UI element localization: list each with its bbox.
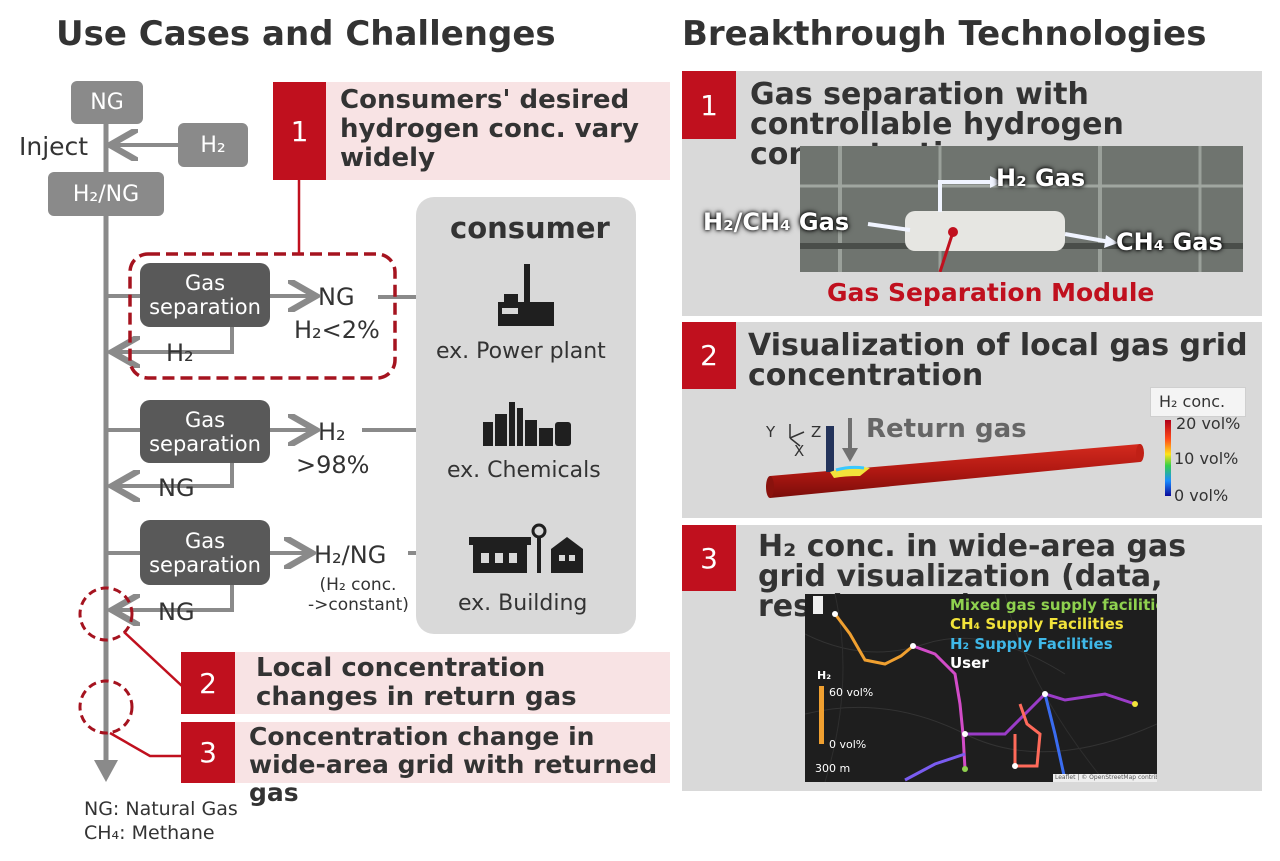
consumer-title: consumer bbox=[450, 211, 610, 245]
callout-3-connector bbox=[109, 731, 182, 758]
row1-return-h2: H₂ bbox=[166, 339, 194, 367]
row3-return-ng: NG bbox=[158, 598, 195, 626]
separation-module-photo: H₂ Gas CH₄ Gas bbox=[800, 146, 1243, 272]
sep-line1: Gas bbox=[184, 407, 226, 432]
callout-2-connector bbox=[123, 631, 183, 687]
tech-2-number: 2 bbox=[682, 322, 736, 389]
callout-1-text: Consumers' desired hydrogen conc. vary w… bbox=[340, 85, 639, 173]
footnote-ng: NG: Natural Gas bbox=[84, 798, 238, 820]
row1-output-h2-limit: H₂<2% bbox=[294, 316, 380, 344]
row3-output-note: (H₂ conc. ->constant) bbox=[308, 575, 409, 615]
tech-1-number: 1 bbox=[682, 71, 736, 139]
h2-box: H₂ bbox=[178, 123, 248, 167]
map-scale-min: 0 vol% bbox=[829, 738, 867, 751]
photo-illustration bbox=[800, 146, 1243, 272]
sep1-return-arrow bbox=[116, 326, 234, 352]
callout-2-text: Local concentration changes in return ga… bbox=[256, 653, 577, 712]
sep-line2: separation bbox=[149, 295, 261, 319]
sep2-return-arrow bbox=[116, 462, 234, 486]
gas-separation-unit-1: Gas separation bbox=[140, 263, 270, 327]
map-distance-scale: 300 m bbox=[815, 762, 851, 775]
callout-3-text: Concentration change in wide-area grid w… bbox=[249, 722, 658, 807]
sep-line2: separation bbox=[149, 552, 261, 577]
consumer-power-plant-label: ex. Power plant bbox=[436, 339, 606, 364]
callout-1-box bbox=[326, 82, 670, 180]
row1-output-ng: NG bbox=[318, 283, 355, 311]
callout-3-box bbox=[235, 722, 670, 783]
tech-3-number: 3 bbox=[682, 525, 736, 591]
callout-1-number: 1 bbox=[273, 82, 326, 180]
sep3-return-arrow bbox=[116, 584, 234, 610]
tech-2-title: Visualization of local gas grid concentr… bbox=[748, 328, 1248, 393]
map-legend-user: User bbox=[950, 654, 989, 672]
right-title: Breakthrough Technologies bbox=[682, 14, 1207, 54]
callout-3-number: 3 bbox=[181, 722, 235, 783]
sep-line1: Gas bbox=[184, 528, 226, 553]
row2-output-h2: H₂ bbox=[318, 418, 346, 446]
photo-input-label: H₂/CH₄ Gas bbox=[703, 208, 850, 236]
gas-separation-unit-3: Gas separation bbox=[140, 520, 270, 585]
callout-2-box bbox=[235, 652, 670, 714]
callout-2-number: 2 bbox=[181, 652, 235, 714]
map-legend-ch4: CH₄ Supply Facilities bbox=[950, 615, 1124, 633]
row3-output-note-line1: (H₂ conc. bbox=[319, 575, 397, 595]
consumer-building-label: ex. Building bbox=[458, 591, 588, 616]
return-gas-label: Return gas bbox=[866, 414, 1027, 444]
row2-output-purity: >98% bbox=[296, 451, 370, 479]
pipe-simulation-visual bbox=[766, 418, 1171, 498]
map-scale-max: 60 vol% bbox=[829, 686, 874, 699]
factory-icon bbox=[483, 402, 571, 446]
map-legend-h2: H₂ Supply Facilities bbox=[950, 635, 1113, 653]
map-scale-title: H₂ bbox=[817, 669, 832, 682]
photo-h2-out-label: H₂ Gas bbox=[996, 164, 1086, 192]
footnote-ch4: CH₄: Methane bbox=[84, 822, 215, 844]
photo-ch4-out-label: CH₄ Gas bbox=[1116, 228, 1223, 256]
sim-legend-min: 0 vol% bbox=[1174, 486, 1229, 505]
sim-legend-title: H₂ conc. bbox=[1150, 387, 1246, 417]
consumer-chemicals-label: ex. Chemicals bbox=[447, 458, 601, 483]
map-network bbox=[805, 594, 1157, 782]
sep-line1: Gas bbox=[184, 271, 226, 295]
row3-output-h2ng: H₂/NG bbox=[314, 541, 387, 569]
sim-legend-mid: 10 vol% bbox=[1174, 449, 1239, 468]
map-attribution[interactable]: Leaflet | © OpenStreetMap contributors bbox=[1053, 774, 1157, 782]
inject-label: Inject bbox=[19, 132, 89, 161]
row2-return-ng: NG bbox=[158, 474, 195, 502]
gas-separation-module-label: Gas Separation Module bbox=[827, 278, 1155, 307]
axis-z-label: Z bbox=[811, 423, 822, 441]
left-title: Use Cases and Challenges bbox=[56, 14, 556, 54]
ng-box: NG bbox=[71, 81, 143, 124]
gas-grid-map[interactable]: Mixed gas supply facilities CH₄ Supply F… bbox=[805, 594, 1157, 782]
main-pipe-arrowhead bbox=[94, 760, 118, 782]
axis-y-label: Y bbox=[766, 423, 776, 441]
h2ng-box: H₂/NG bbox=[48, 172, 164, 216]
building-icon bbox=[469, 523, 583, 573]
power-plant-icon bbox=[498, 264, 554, 326]
sep-line2: separation bbox=[149, 431, 261, 456]
highlight-region-1 bbox=[128, 252, 397, 380]
row3-output-note-line2: ->constant) bbox=[308, 595, 409, 615]
highlight-circle-3 bbox=[78, 679, 134, 735]
sim-legend-max: 20 vol% bbox=[1176, 414, 1241, 433]
highlight-circle-2 bbox=[78, 586, 134, 642]
map-legend-mixed: Mixed gas supply facilities bbox=[950, 596, 1157, 614]
gas-separation-unit-2: Gas separation bbox=[140, 400, 270, 463]
axis-x-label: X bbox=[794, 442, 805, 460]
